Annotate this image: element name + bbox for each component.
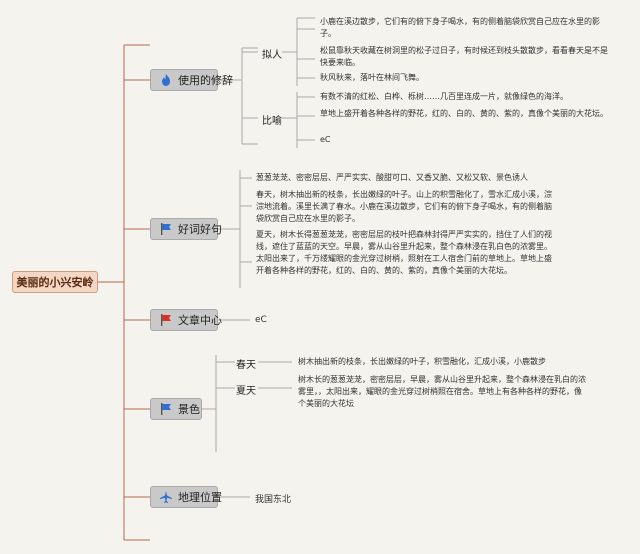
leaf-theme-1: eC bbox=[255, 315, 267, 325]
flag-blue-icon bbox=[161, 223, 171, 235]
branch-rhetoric[interactable]: 使用的修辞 bbox=[150, 69, 233, 91]
leaf-good-words-1: 葱葱茏茏、密密层层、严严实实、酸甜可口、又香又脆、又松又软、景色诱人 bbox=[256, 173, 528, 182]
leaf-personification-3: 秋风秋来，落叶在林间飞舞。 bbox=[320, 73, 424, 82]
sub-spring: 春天 bbox=[236, 360, 256, 371]
flag-blue-icon bbox=[161, 403, 171, 415]
branch-theme[interactable]: 文章中心 bbox=[150, 309, 222, 331]
branch-good-words-label: 好词好句 bbox=[178, 223, 222, 236]
branch-scenery-label: 景色 bbox=[178, 403, 200, 416]
leaf-metaphor-1: 有数不清的红松、白桦、栎树……几百里连成一片，就像绿色的海洋。 bbox=[320, 92, 568, 101]
sub-metaphor: 比喻 bbox=[262, 116, 282, 127]
sub-personification: 拟人 bbox=[262, 50, 282, 61]
sub-summer: 夏天 bbox=[236, 386, 256, 397]
branch-rhetoric-label: 使用的修辞 bbox=[178, 74, 233, 87]
branch-scenery[interactable]: 景色 bbox=[150, 398, 202, 420]
connector-trunk-ends bbox=[124, 44, 150, 541]
root-node[interactable]: 美丽的小兴安岭 bbox=[12, 271, 98, 293]
branch-theme-label: 文章中心 bbox=[178, 314, 222, 327]
leaf-good-words-3: 夏天，树木长得葱葱茏茏，密密层层的枝叶把森林封得严严实实的，挡住了人们的视线，遮… bbox=[256, 230, 552, 275]
branch-location-label: 地理位置 bbox=[178, 491, 222, 504]
leaf-summer-1: 树木长的葱葱茏茏，密密层层，早晨，雾从山谷里升起来，整个森林浸在乳白的浓雾里，，… bbox=[298, 375, 586, 408]
leaf-personification-2: 松鼠靠秋天收藏在树洞里的松子过日子，有时候还到枝头散散步，看看春天是不是快要来临… bbox=[320, 46, 608, 67]
leaf-good-words-2: 春天，树木抽出新的枝条，长出嫩绿的叶子。山上的积雪融化了，雪水汇成小溪，淙淙地流… bbox=[256, 190, 552, 223]
flag-red-icon bbox=[161, 314, 171, 326]
leaf-metaphor-2: 草地上盛开着各种各样的野花，红的、白的、黄的、紫的，真像个美丽的大花坛。 bbox=[320, 109, 608, 118]
root-label: 美丽的小兴安岭 bbox=[16, 276, 94, 289]
plane-icon bbox=[160, 491, 172, 503]
leaf-location-1: 我国东北 bbox=[255, 495, 292, 505]
branch-good-words[interactable]: 好词好句 bbox=[150, 218, 222, 240]
leaf-spring-1: 树木抽出新的枝条，长出嫩绿的叶子，积雪融化，汇成小溪，小鹿散步 bbox=[298, 357, 546, 366]
leaf-metaphor-3: eC bbox=[320, 135, 331, 144]
flame-icon bbox=[162, 74, 170, 86]
leaf-personification-1: 小鹿在溪边散步，它们有的俯下身子喝水，有的侧着脑袋欣赏自己应在水里的影子。 bbox=[320, 17, 600, 38]
branch-location[interactable]: 地理位置 bbox=[150, 486, 222, 508]
